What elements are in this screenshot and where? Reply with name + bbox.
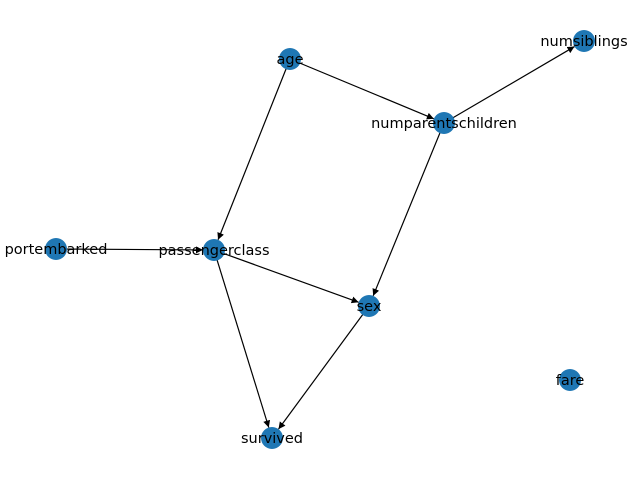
labels-layer: age numsiblings numparentschildren portemba… [5, 34, 628, 447]
node-age [279, 48, 301, 70]
node-passengerclass [203, 239, 225, 261]
node-fare [559, 369, 581, 391]
node-label-passengerclass: passengerclass [158, 243, 269, 259]
node-sex [358, 295, 380, 317]
node-portembarked [45, 238, 67, 260]
node-numsiblings [573, 30, 595, 52]
edge-passengerclass-to-sex [213, 249, 359, 304]
node-label-age: age [276, 52, 303, 68]
node-label-fare: fare [556, 373, 585, 389]
edge-sex-to-survived [278, 305, 370, 430]
edge-age-to-numparentschildren [289, 58, 435, 120]
nodes-layer [45, 30, 595, 449]
node-survived [261, 427, 283, 449]
edges-layer [55, 46, 575, 430]
node-label-survived: survived [241, 431, 303, 447]
node-label-portembarked: portembarked [5, 242, 108, 258]
edge-passengerclass-to-survived [213, 249, 271, 428]
edge-numparentschildren-to-sex [372, 122, 445, 297]
node-label-sex: sex [357, 299, 382, 315]
node-label-numparentschildren: numparentschildren [371, 116, 517, 132]
edge-numparentschildren-to-numsiblings [443, 46, 575, 124]
edge-portembarked-to-passengerclass [55, 246, 204, 254]
edge-age-to-passengerclass [217, 58, 291, 241]
node-label-numsiblings: numsiblings [540, 34, 627, 50]
node-numparentschildren [433, 112, 455, 134]
